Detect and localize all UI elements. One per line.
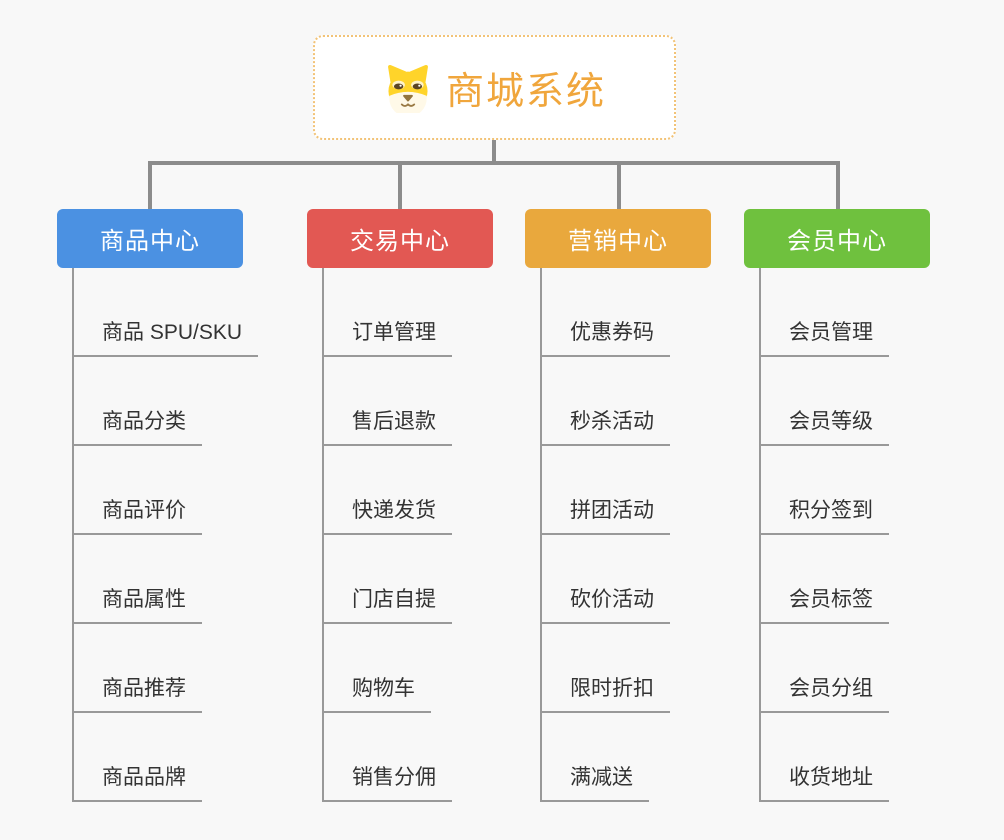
- leaf-node: 积分签到: [744, 446, 930, 535]
- leaf-label[interactable]: 门店自提: [322, 583, 452, 624]
- leaf-label[interactable]: 商品 SPU/SKU: [72, 316, 259, 357]
- branch-trade-center: 交易中心 订单管理 售后退款 快递发货 门店自提 购物车 销售分佣: [307, 209, 493, 802]
- leaf-node: 门店自提: [307, 535, 493, 624]
- branch-box-trade-center[interactable]: 交易中心: [307, 209, 493, 268]
- leaf-node: 会员管理: [744, 268, 930, 357]
- leaf-label[interactable]: 商品分类: [72, 405, 202, 446]
- branch-spine-line: [759, 268, 761, 800]
- leaf-label[interactable]: 砍价活动: [540, 583, 670, 624]
- leaf-label[interactable]: 购物车: [322, 672, 431, 713]
- leaf-node: 优惠券码: [525, 268, 711, 357]
- leaf-label[interactable]: 拼团活动: [540, 494, 670, 535]
- leaf-label[interactable]: 订单管理: [322, 316, 452, 357]
- leaf-node: 砍价活动: [525, 535, 711, 624]
- leaf-node: 会员分组: [744, 624, 930, 713]
- dog-face-icon: [383, 63, 433, 113]
- root-connector-line: [492, 139, 496, 165]
- root-node-mall-system[interactable]: 商城系统: [313, 35, 676, 140]
- branch-spine-line: [322, 268, 324, 800]
- leaf-node: 商品评价: [57, 446, 243, 535]
- leaf-node: 秒杀活动: [525, 357, 711, 446]
- branch-leaves: 会员管理 会员等级 积分签到 会员标签 会员分组 收货地址: [744, 268, 930, 802]
- leaf-node: 限时折扣: [525, 624, 711, 713]
- leaf-label[interactable]: 商品属性: [72, 583, 202, 624]
- leaf-label[interactable]: 快递发货: [322, 494, 452, 535]
- leaf-label[interactable]: 会员等级: [759, 405, 889, 446]
- leaf-node: 收货地址: [744, 713, 930, 802]
- branch-box-marketing-center[interactable]: 营销中心: [525, 209, 711, 268]
- leaf-label[interactable]: 积分签到: [759, 494, 889, 535]
- branch-leaves: 优惠券码 秒杀活动 拼团活动 砍价活动 限时折扣 满减送: [525, 268, 711, 802]
- leaf-label[interactable]: 会员分组: [759, 672, 889, 713]
- branch-marketing-center: 营销中心 优惠券码 秒杀活动 拼团活动 砍价活动 限时折扣 满减送: [525, 209, 711, 802]
- leaf-node: 商品品牌: [57, 713, 243, 802]
- leaf-node: 商品 SPU/SKU: [57, 268, 259, 357]
- leaf-label[interactable]: 限时折扣: [540, 672, 670, 713]
- leaf-label[interactable]: 秒杀活动: [540, 405, 670, 446]
- branch-stub-line: [148, 163, 152, 209]
- leaf-label[interactable]: 商品推荐: [72, 672, 202, 713]
- branch-leaves: 商品 SPU/SKU 商品分类 商品评价 商品属性 商品推荐 商品品牌: [57, 268, 259, 802]
- leaf-node: 快递发货: [307, 446, 493, 535]
- branch-stub-line: [836, 163, 840, 209]
- leaf-label[interactable]: 商品品牌: [72, 761, 202, 802]
- leaf-node: 满减送: [525, 713, 711, 802]
- leaf-label[interactable]: 收货地址: [759, 761, 889, 802]
- branch-stub-line: [398, 163, 402, 209]
- leaf-label[interactable]: 满减送: [540, 761, 649, 802]
- branch-connector-line: [148, 161, 840, 165]
- root-title: 商城系统: [445, 71, 606, 113]
- leaf-node: 会员标签: [744, 535, 930, 624]
- leaf-label[interactable]: 优惠券码: [540, 316, 670, 357]
- leaf-label[interactable]: 会员管理: [759, 316, 889, 357]
- branch-spine-line: [540, 268, 542, 800]
- leaf-label[interactable]: 会员标签: [759, 583, 889, 624]
- branch-spine-line: [72, 268, 74, 800]
- branch-product-center: 商品中心 商品 SPU/SKU 商品分类 商品评价 商品属性 商品推荐 商品品牌: [57, 209, 259, 802]
- branch-leaves: 订单管理 售后退款 快递发货 门店自提 购物车 销售分佣: [307, 268, 493, 802]
- branch-member-center: 会员中心 会员管理 会员等级 积分签到 会员标签 会员分组 收货地址: [744, 209, 930, 802]
- leaf-node: 拼团活动: [525, 446, 711, 535]
- leaf-node: 会员等级: [744, 357, 930, 446]
- leaf-node: 商品分类: [57, 357, 243, 446]
- leaf-node: 商品推荐: [57, 624, 243, 713]
- leaf-node: 售后退款: [307, 357, 493, 446]
- leaf-label[interactable]: 售后退款: [322, 405, 452, 446]
- leaf-label[interactable]: 销售分佣: [322, 761, 452, 802]
- leaf-label[interactable]: 商品评价: [72, 494, 202, 535]
- leaf-node: 商品属性: [57, 535, 243, 624]
- branch-box-product-center[interactable]: 商品中心: [57, 209, 243, 268]
- leaf-node: 销售分佣: [307, 713, 493, 802]
- leaf-node: 购物车: [307, 624, 493, 713]
- branch-stub-line: [617, 163, 621, 209]
- leaf-node: 订单管理: [307, 268, 493, 357]
- branch-box-member-center[interactable]: 会员中心: [744, 209, 930, 268]
